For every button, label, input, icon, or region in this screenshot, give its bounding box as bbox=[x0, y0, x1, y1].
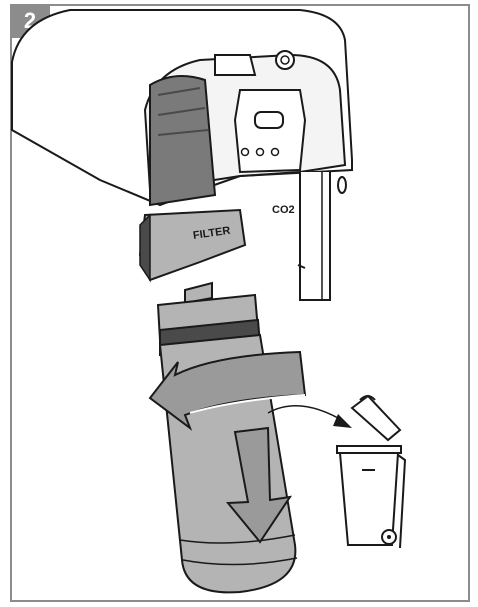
filter-cartridge bbox=[158, 283, 297, 592]
filter-holder bbox=[140, 210, 245, 280]
installed-filter bbox=[150, 76, 215, 205]
trash-bin-icon bbox=[337, 396, 405, 548]
co2-label: CO2 bbox=[272, 204, 295, 216]
pointer-arrow bbox=[268, 406, 352, 428]
